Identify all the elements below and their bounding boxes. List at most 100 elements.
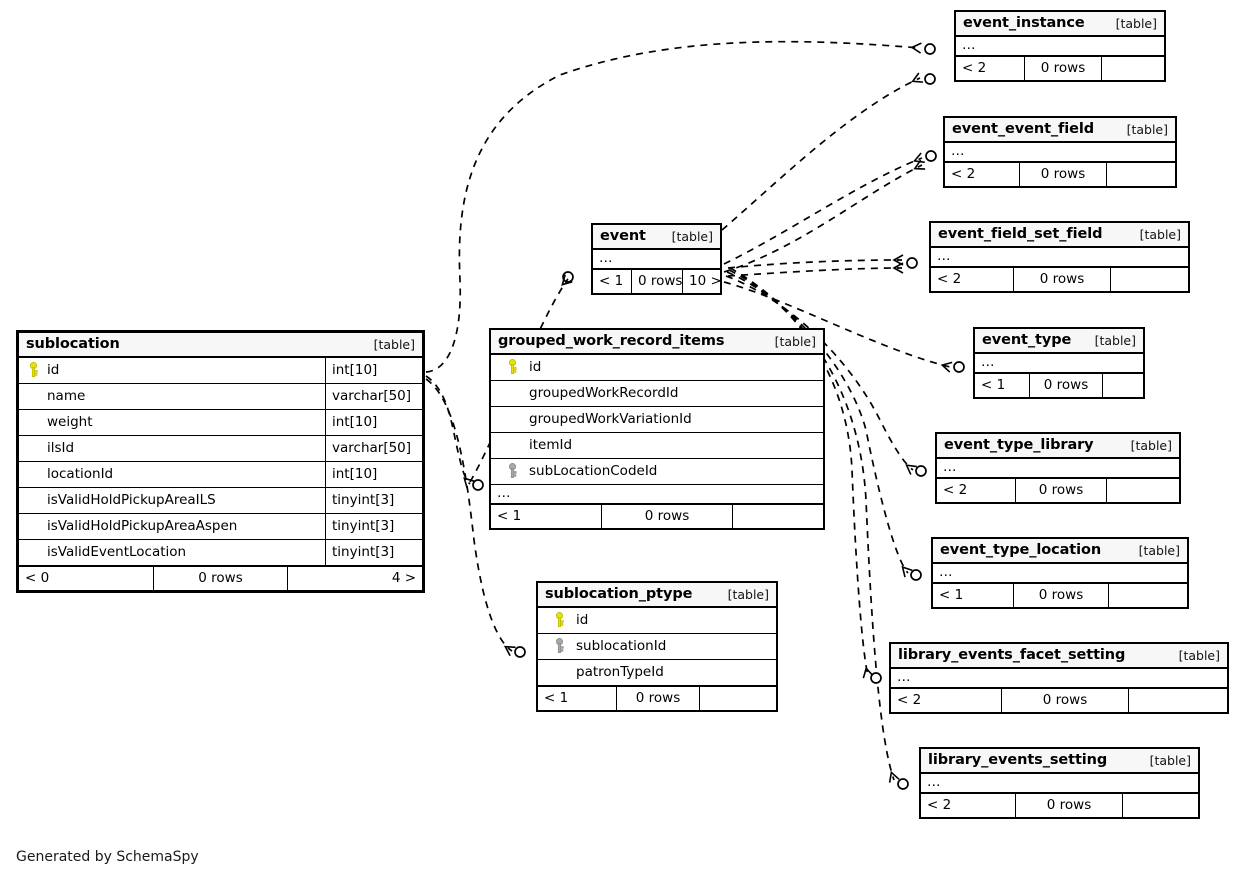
table-row[interactable]: isValidEventLocation tinyint[3]	[19, 539, 422, 565]
table-event_type_library[interactable]: event_type_library [table] … < 2 0 rows	[935, 432, 1181, 504]
parents-count: < 1	[599, 273, 624, 289]
table-row[interactable]: isValidHoldPickupAreaILS tinyint[3]	[19, 487, 422, 513]
table-row[interactable]: patronTypeId	[538, 659, 776, 685]
table-more-row[interactable]: …	[921, 773, 1198, 792]
row-count: 0 rows	[1001, 689, 1129, 712]
row-count: 0 rows	[601, 505, 733, 528]
column-cell: isValidHoldPickupAreaAspen	[19, 514, 325, 539]
more-columns-indicator: …	[937, 248, 952, 264]
table-more-row[interactable]: …	[937, 458, 1179, 477]
column-name: sublocationId	[576, 638, 667, 654]
table-row[interactable]: sublocationId	[538, 633, 776, 659]
table-event_type_location[interactable]: event_type_location [table] … < 1 0 rows	[931, 537, 1189, 609]
edge-event-event_event_field-1	[723, 152, 925, 265]
table-event_type-tag: [table]	[1094, 332, 1136, 348]
table-event-tag: [table]	[671, 228, 713, 244]
column-name: id	[576, 612, 589, 628]
table-sublocation-header: sublocation [table]	[19, 333, 422, 357]
table-library_events_setting[interactable]: library_events_setting [table] … < 2 0 r…	[919, 747, 1200, 819]
table-library_events_facet_setting[interactable]: library_events_facet_setting [table] … <…	[889, 642, 1229, 714]
table-more-row[interactable]: …	[491, 484, 823, 503]
table-event_instance-header: event_instance [table]	[956, 12, 1164, 36]
table-event[interactable]: event [table] … < 1 0 rows 10 >	[591, 223, 722, 295]
row-count: 0 rows	[1013, 268, 1111, 291]
row-count: 0 rows	[1013, 584, 1109, 607]
table-library_events_setting-name: library_events_setting	[928, 752, 1108, 768]
foreign-key-icon	[544, 638, 574, 654]
parents-count: < 2	[943, 482, 968, 498]
more-columns-indicator: …	[962, 37, 977, 53]
parents-count: < 2	[897, 692, 922, 708]
table-row[interactable]: subLocationCodeId	[491, 458, 823, 484]
primary-key-icon	[497, 359, 527, 375]
table-event_event_field-footer: < 2 0 rows	[945, 161, 1175, 186]
table-grouped_work_record_items-header: grouped_work_record_items [table]	[491, 330, 823, 354]
table-event_type_library-name: event_type_library	[944, 437, 1094, 453]
table-event-footer: < 1 0 rows 10 >	[593, 268, 722, 293]
children-count	[700, 687, 776, 710]
children-count	[1107, 479, 1179, 502]
table-event_type_location-name: event_type_location	[940, 542, 1102, 558]
more-columns-indicator: …	[897, 669, 912, 685]
column-cell: subLocationCodeId	[491, 459, 823, 484]
table-grouped_work_record_items[interactable]: grouped_work_record_items [table] id gro…	[489, 328, 825, 530]
table-row[interactable]: itemId	[491, 432, 823, 458]
children-count	[1129, 689, 1227, 712]
table-more-row[interactable]: …	[956, 36, 1164, 55]
column-type: int[10]	[325, 410, 422, 435]
table-event_type_library-footer: < 2 0 rows	[937, 477, 1179, 502]
column-name: isValidHoldPickupAreaAspen	[47, 518, 238, 534]
table-sublocation_ptype-tag: [table]	[727, 586, 769, 602]
column-name: name	[47, 388, 86, 404]
table-sublocation[interactable]: sublocation [table] id int[10] name varc…	[16, 330, 425, 593]
table-event_event_field-name: event_event_field	[952, 121, 1095, 137]
table-row[interactable]: groupedWorkRecordId	[491, 380, 823, 406]
column-cell: patronTypeId	[538, 660, 776, 685]
table-row[interactable]: name varchar[50]	[19, 383, 422, 409]
edge-sublocation-event_instance	[425, 40, 922, 373]
parents-count: < 2	[951, 166, 976, 182]
table-event_field_set_field-footer: < 2 0 rows	[931, 266, 1188, 291]
table-row[interactable]: id	[538, 607, 776, 633]
children-count: 10 >	[689, 273, 722, 289]
table-row[interactable]: isValidHoldPickupAreaAspen tinyint[3]	[19, 513, 422, 539]
column-name: groupedWorkRecordId	[529, 385, 679, 401]
generated-by-note: Generated by SchemaSpy	[16, 849, 199, 865]
column-name: subLocationCodeId	[529, 463, 658, 479]
table-row[interactable]: id int[10]	[19, 357, 422, 383]
table-more-row[interactable]: …	[891, 668, 1227, 687]
children-count	[1103, 374, 1143, 397]
children-count	[1123, 794, 1198, 817]
table-sublocation_ptype-footer: < 1 0 rows	[538, 685, 776, 710]
table-more-row[interactable]: …	[945, 142, 1175, 161]
table-more-row[interactable]: …	[975, 353, 1143, 372]
table-event_field_set_field[interactable]: event_field_set_field [table] … < 2 0 ro…	[929, 221, 1190, 293]
table-event-name: event	[600, 228, 646, 244]
table-row[interactable]: groupedWorkVariationId	[491, 406, 823, 432]
column-name: ilsId	[47, 440, 75, 456]
column-cell: id	[538, 608, 776, 633]
column-cell: sublocationId	[538, 634, 776, 659]
table-library_events_facet_setting-name: library_events_facet_setting	[898, 647, 1126, 663]
parents-count: < 1	[939, 587, 964, 603]
table-more-row[interactable]: …	[593, 249, 720, 268]
table-row[interactable]: id	[491, 354, 823, 380]
table-event_type-footer: < 1 0 rows	[975, 372, 1143, 397]
column-cell: isValidEventLocation	[19, 540, 325, 565]
table-event_instance[interactable]: event_instance [table] … < 2 0 rows	[954, 10, 1166, 82]
row-count: 0 rows	[152, 567, 289, 590]
column-name: itemId	[529, 437, 573, 453]
table-row[interactable]: ilsId varchar[50]	[19, 435, 422, 461]
column-type: tinyint[3]	[325, 540, 422, 565]
table-more-row[interactable]: …	[931, 247, 1188, 266]
more-columns-indicator: …	[951, 143, 966, 159]
table-row[interactable]: locationId int[10]	[19, 461, 422, 487]
table-more-row[interactable]: …	[933, 563, 1187, 582]
edge-event-event_instance	[721, 72, 924, 231]
table-event_type[interactable]: event_type [table] … < 1 0 rows	[973, 327, 1145, 399]
table-sublocation_ptype[interactable]: sublocation_ptype [table] id	[536, 581, 778, 712]
children-count: 4 >	[391, 570, 417, 586]
table-row[interactable]: weight int[10]	[19, 409, 422, 435]
table-event_type_library-header: event_type_library [table]	[937, 434, 1179, 458]
table-event_event_field[interactable]: event_event_field [table] … < 2 0 rows	[943, 116, 1177, 188]
